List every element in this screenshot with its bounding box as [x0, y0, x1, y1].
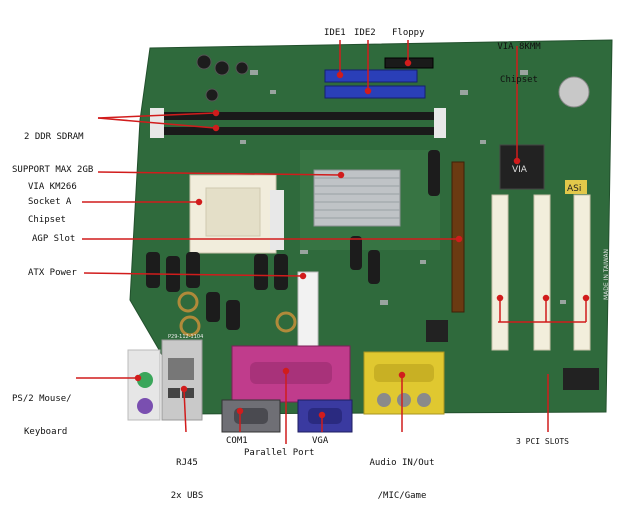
bios-chip [563, 368, 599, 390]
via-chip-logo: VIA [512, 165, 528, 175]
pci-slot-1 [491, 194, 509, 351]
label-agp-slot: AGP Slot [32, 234, 76, 244]
audio-jack-line-in [377, 393, 391, 407]
label-rj45-line2: 2x UBS [170, 491, 204, 501]
label-ddr-sdram: 2 DDR SDRAM SUPPORT MAX 2GB [12, 110, 93, 198]
ps2-keyboard-port [137, 398, 153, 414]
part-number-print: P29-112-1104 [168, 334, 203, 340]
callout-atx [83, 272, 303, 277]
rj45-port [168, 358, 194, 380]
label-via-8kmm-line2: Chipset [500, 75, 538, 85]
motherboard-diagram: VIA ASi MADE IN TAIWAN [12, 20, 613, 501]
audio-codec-chip [426, 320, 448, 342]
parallel-pins [250, 362, 332, 384]
socket-lever [270, 190, 284, 250]
label-parallel-port: Parallel Port [244, 448, 315, 458]
label-km266-line1: VIA KM266 [28, 182, 77, 192]
callout-lines [76, 40, 590, 444]
label-ide1: IDE1 [324, 28, 346, 38]
pci-slot-3 [573, 194, 591, 351]
capacitors-top [196, 54, 249, 102]
km266-heatsink [313, 169, 401, 227]
label-ide2: IDE2 [354, 28, 376, 38]
callout-km266 [97, 171, 341, 176]
label-vga: VGA [312, 436, 329, 446]
label-ddr-line1: 2 DDR SDRAM [24, 132, 84, 142]
usb-port-1 [168, 388, 180, 398]
atx-power-connector [297, 271, 319, 347]
label-socket-a: Socket A [28, 197, 72, 207]
label-com1: COM1 [226, 436, 248, 446]
label-ps2-line2: Keyboard [24, 427, 68, 437]
ide2-connector [324, 85, 426, 99]
heatsink-fins [314, 177, 400, 219]
ide1-connector [324, 69, 418, 83]
label-ddr-line2: SUPPORT MAX 2GB [12, 165, 94, 175]
callout-ddr-2 [97, 117, 216, 129]
via-8kmm-chip [499, 144, 545, 190]
usb-port-2 [182, 388, 194, 398]
motherboard-illustration: VIA ASi MADE IN TAIWAN [76, 39, 613, 444]
asi-chip [565, 180, 587, 194]
made-in-taiwan-print: MADE IN TAIWAN [603, 249, 610, 300]
callout-rj45 [183, 389, 187, 433]
label-km266-line2: Chipset [28, 215, 66, 225]
pci-slot-2 [533, 194, 551, 351]
smd-components [240, 70, 566, 305]
ddr-latch-right [434, 108, 446, 138]
ddr-slot-2 [160, 127, 438, 135]
label-rj45-line1: RJ45 [176, 458, 198, 468]
capacitors-power [146, 150, 440, 337]
ddr-slot-1 [160, 112, 438, 120]
label-pci-slots: 3 PCI SLOTS [516, 437, 569, 446]
callout-ddr-1 [97, 112, 216, 119]
socket-a-pin-area [205, 187, 261, 237]
label-audio-line2: /MIC/Game [377, 491, 427, 501]
ps2-mouse-port [137, 372, 153, 388]
audio-jack-line-out [397, 393, 411, 407]
label-audio-line1: Audio IN/Out [369, 458, 435, 468]
label-via-8kmm-line1: VIA 8KMM [497, 42, 541, 52]
audio-jack-mic [417, 393, 431, 407]
label-audio: Audio IN/Out /MIC/Game [360, 436, 444, 524]
label-atx-power: ATX Power [28, 268, 77, 278]
label-via-8kmm: VIA 8KMM Chipset [484, 20, 554, 108]
label-ps2: PS/2 Mouse/ Keyboard [12, 372, 72, 460]
label-floppy: Floppy [392, 28, 425, 38]
label-via-km266: VIA KM266 Chipset [28, 160, 77, 248]
label-ps2-line1: PS/2 Mouse/ [12, 394, 72, 404]
label-rj45: RJ45 2x UBS [160, 436, 214, 524]
cmos-battery [558, 76, 590, 108]
asi-chip-text: ASi [567, 184, 581, 194]
